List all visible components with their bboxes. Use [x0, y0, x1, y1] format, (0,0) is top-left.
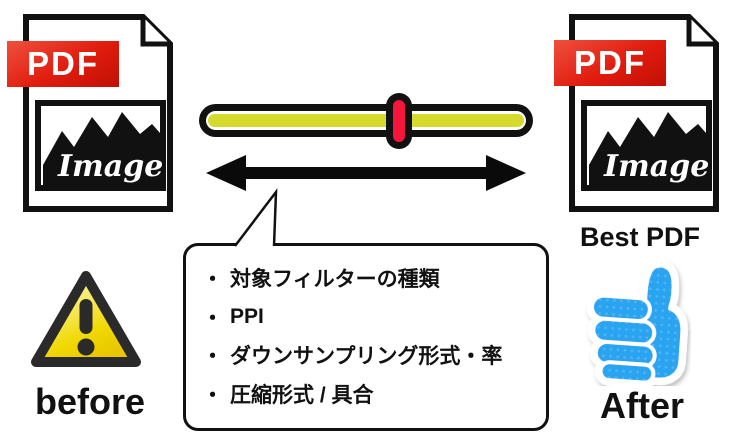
setting-ppi: PPI — [230, 304, 264, 328]
list-item: ・ ダウンサンプリング形式・率 — [202, 340, 532, 370]
slider-handle-grip — [393, 100, 406, 142]
svg-text:Image: Image — [57, 149, 163, 184]
svg-text:Image: Image — [603, 149, 709, 184]
list-item: ・ 圧縮形式 / 具合 — [202, 379, 532, 409]
pdf-badge: PDF — [554, 40, 666, 86]
pdf-badge: PDF — [7, 41, 119, 87]
list-item: ・ PPI — [202, 302, 532, 332]
setting-filter-type: 対象フィルターの種類 — [230, 267, 440, 291]
callout-tail-icon — [234, 188, 278, 247]
warning-triangle-icon — [31, 271, 141, 367]
thumbs-up-icon — [586, 260, 688, 386]
setting-compression: 圧縮形式 / 具合 — [230, 384, 374, 408]
slider-track-fill — [208, 114, 524, 127]
pdf-badge-label: PDF — [574, 44, 646, 81]
image-placeholder-icon: Image — [35, 100, 166, 191]
pdf-badge-label: PDF — [27, 45, 99, 82]
slider-track-inner — [206, 111, 526, 130]
image-placeholder-icon: Image — [581, 100, 712, 191]
bullet-icon: ・ — [202, 267, 223, 291]
best-pdf-label: Best PDF — [579, 222, 701, 252]
compression-slider[interactable] — [199, 93, 533, 149]
range-arrow-icon — [206, 155, 526, 191]
pdf-document-after: Image — [569, 14, 719, 212]
setting-downsampling: ダウンサンプリング形式・率 — [230, 345, 503, 369]
before-label: before — [34, 381, 146, 422]
bullet-icon: ・ — [202, 384, 223, 408]
settings-callout: ・ 対象フィルターの種類 ・ PPI ・ ダウンサンプリング形式・率 ・ 圧縮形… — [183, 243, 549, 431]
bullet-icon: ・ — [202, 306, 223, 330]
folded-corner-icon — [686, 17, 716, 47]
folded-corner-icon — [140, 17, 170, 47]
list-item: ・ 対象フィルターの種類 — [202, 263, 532, 293]
bullet-icon: ・ — [202, 345, 223, 369]
pdf-document-before: Image — [23, 14, 173, 212]
after-label: After — [599, 385, 684, 426]
slider-handle[interactable] — [386, 93, 413, 149]
slider-track[interactable] — [199, 104, 533, 137]
